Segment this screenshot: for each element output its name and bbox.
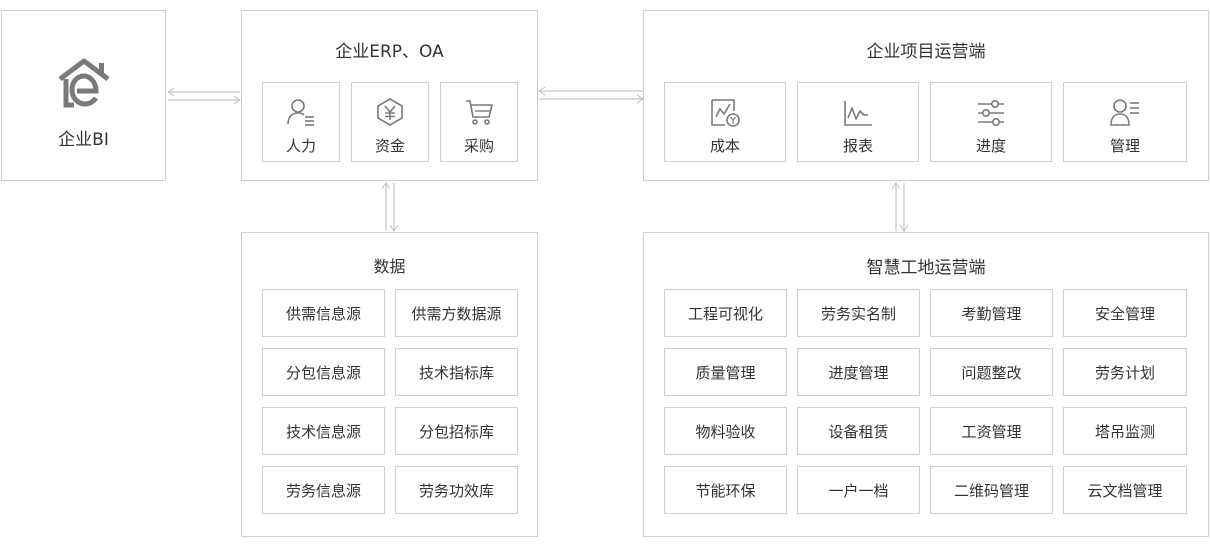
line-chart-icon: [844, 101, 872, 126]
data-item[interactable]: 劳务信息源: [262, 466, 385, 514]
project-module-label: 管理: [1109, 137, 1140, 155]
data-item[interactable]: 供需信息源: [262, 289, 385, 337]
site-item[interactable]: 安全管理: [1063, 289, 1187, 337]
project-module-progress[interactable]: 进度: [930, 82, 1052, 162]
person-list-icon: [287, 99, 314, 126]
erp-module-label: 人力: [285, 137, 316, 155]
chart-coin-icon: [711, 99, 740, 127]
erp-module-purchase[interactable]: 采购: [440, 82, 518, 162]
site-item[interactable]: 劳务计划: [1063, 348, 1187, 396]
erp-panel: 企业ERP、OA 人力 资金 采购: [241, 10, 538, 181]
erp-module-hr[interactable]: 人力: [262, 82, 340, 162]
data-item[interactable]: 分包招标库: [395, 407, 518, 455]
site-item[interactable]: 考勤管理: [930, 289, 1053, 337]
site-title: 智慧工地运营端: [866, 258, 986, 278]
yen-hexagon-icon: [377, 98, 403, 126]
site-item[interactable]: 设备租赁: [797, 407, 920, 455]
house-e-logo-icon: [58, 58, 110, 108]
project-module-manage[interactable]: 管理: [1063, 82, 1187, 162]
erp-module-fund[interactable]: 资金: [351, 82, 429, 162]
site-panel: 智慧工地运营端 工程可视化 劳务实名制 考勤管理 安全管理 质量管理 进度管理 …: [643, 232, 1209, 537]
project-module-label: 报表: [842, 137, 873, 155]
bi-label: 企业BI: [58, 130, 109, 150]
site-item[interactable]: 工资管理: [930, 407, 1053, 455]
site-item[interactable]: 质量管理: [664, 348, 787, 396]
data-title: 数据: [373, 257, 406, 276]
project-site-connector: [892, 182, 908, 232]
data-panel: 数据 供需信息源 供需方数据源 分包信息源 技术指标库 技术信息源 分包招标库 …: [241, 232, 538, 537]
erp-project-connector: [538, 87, 644, 103]
data-item[interactable]: 技术信息源: [262, 407, 385, 455]
project-panel: 企业项目运营端 成本 报表 进度: [643, 10, 1209, 181]
data-item[interactable]: 技术指标库: [395, 348, 518, 396]
erp-data-connector: [382, 182, 398, 232]
erp-module-label: 资金: [374, 137, 405, 155]
project-title: 企业项目运营端: [866, 42, 986, 62]
project-module-label: 进度: [975, 137, 1006, 155]
erp-title: 企业ERP、OA: [335, 42, 444, 62]
site-item[interactable]: 二维码管理: [930, 466, 1053, 514]
site-item[interactable]: 工程可视化: [664, 289, 787, 337]
site-item[interactable]: 劳务实名制: [797, 289, 920, 337]
data-item[interactable]: 供需方数据源: [395, 289, 518, 337]
project-module-report[interactable]: 报表: [797, 82, 919, 162]
site-item[interactable]: 进度管理: [797, 348, 920, 396]
erp-module-label: 采购: [463, 137, 494, 155]
bi-panel: 企业BI: [1, 10, 166, 181]
sliders-icon: [978, 99, 1004, 126]
site-item[interactable]: 节能环保: [664, 466, 787, 514]
data-item[interactable]: 劳务功效库: [395, 466, 518, 514]
project-module-cost[interactable]: 成本: [664, 82, 786, 162]
site-item[interactable]: 一户一档: [797, 466, 920, 514]
person-list-icon: [1110, 99, 1139, 126]
data-item[interactable]: 分包信息源: [262, 348, 385, 396]
site-item[interactable]: 云文档管理: [1063, 466, 1187, 514]
site-item[interactable]: 问题整改: [930, 348, 1053, 396]
site-item[interactable]: 物料验收: [664, 407, 787, 455]
shopping-cart-icon: [466, 100, 493, 125]
site-item[interactable]: 塔吊监测: [1063, 407, 1187, 455]
project-module-label: 成本: [709, 137, 740, 155]
bi-erp-connector: [167, 88, 241, 104]
